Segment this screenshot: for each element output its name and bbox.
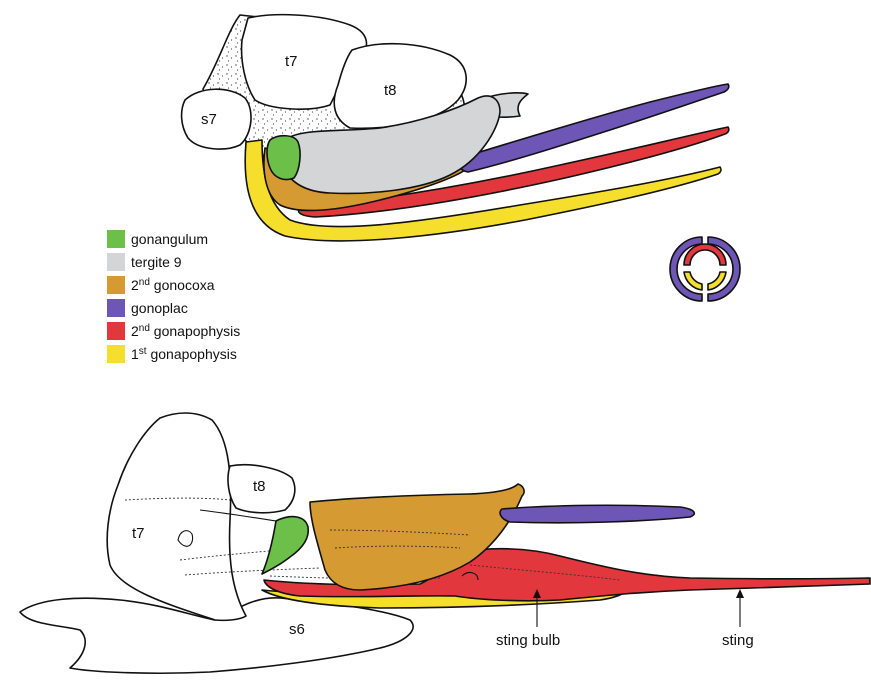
legend: gonangulum tergite 9 2nd gonocoxa gonoplac 2… — [107, 230, 240, 363]
top-diagram: t7 t8 s7 — [182, 15, 740, 301]
legend-item-gonangulum: gonangulum — [107, 230, 208, 248]
legend-label-gonapophysis1: 1st gonapophysis — [131, 346, 237, 362]
gonoplac-bottom — [500, 505, 694, 523]
legend-swatch-gonapophysis2 — [107, 322, 125, 340]
legend-swatch-gonapophysis1 — [107, 345, 125, 363]
bottom-diagram: s6 t7 t8 sting bulb — [20, 413, 870, 673]
t8-bottom-label: t8 — [253, 478, 266, 495]
legend-item-gonoplac: gonoplac — [107, 299, 188, 317]
legend-label-gonocoxa2: 2nd gonocoxa — [131, 277, 215, 293]
legend-swatch-gonoplac — [107, 299, 125, 317]
legend-item-gonocoxa2: 2nd gonocoxa — [107, 276, 215, 294]
sting-annotation: sting — [722, 589, 754, 649]
s6-label: s6 — [289, 621, 305, 638]
legend-label-tergite9: tergite 9 — [131, 254, 182, 270]
t7-bottom-label: t7 — [132, 525, 145, 542]
s7-label: s7 — [201, 111, 217, 128]
legend-item-tergite9: tergite 9 — [107, 253, 182, 271]
legend-swatch-gonocoxa2 — [107, 276, 125, 294]
gonangulum — [267, 136, 300, 180]
gonangulum-bottom — [262, 517, 308, 574]
t8-label: t8 — [384, 82, 397, 99]
legend-swatch-tergite9 — [107, 253, 125, 271]
legend-swatch-gonangulum — [107, 230, 125, 248]
tergite-7-bottom — [107, 413, 246, 620]
legend-label-gonoplac: gonoplac — [131, 300, 188, 316]
sting-label: sting — [722, 632, 754, 649]
legend-label-gonapophysis2: 2nd gonapophysis — [131, 323, 240, 339]
legend-item-gonapophysis1: 1st gonapophysis — [107, 345, 237, 363]
sting-bulb-label: sting bulb — [496, 632, 560, 649]
cross-section — [670, 237, 740, 301]
legend-item-gonapophysis2: 2nd gonapophysis — [107, 322, 240, 340]
t7-label: t7 — [285, 53, 298, 70]
legend-label-gonangulum: gonangulum — [131, 231, 208, 247]
